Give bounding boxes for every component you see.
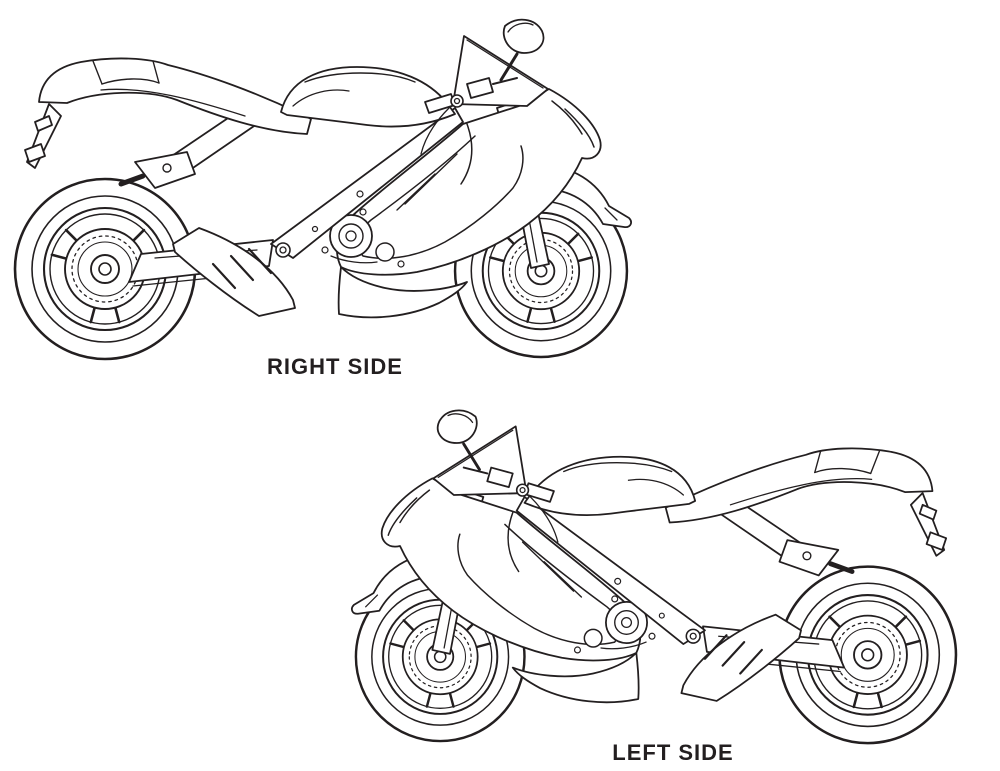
- left-side-figure: [338, 395, 966, 748]
- left-side-label: LEFT SIDE: [612, 740, 734, 765]
- right-side-label: RIGHT SIDE: [267, 354, 403, 379]
- motorcycle-left-side-illustration: [338, 395, 966, 748]
- right-side-figure: [5, 4, 645, 364]
- motorcycle-right-side-illustration: [5, 4, 645, 364]
